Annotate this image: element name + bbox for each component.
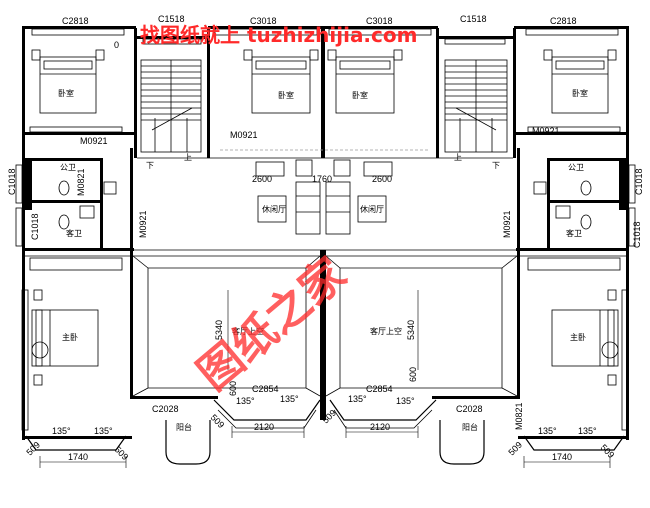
dim-600-left: 600	[228, 381, 238, 396]
bath-fixtures-right	[533, 180, 592, 230]
room-private-bath-left: 客卫	[66, 228, 82, 238]
dim-135-f: 135°	[94, 426, 113, 436]
door-m0921-center-left: M0921	[230, 130, 258, 140]
window-c2818-left: C2818	[62, 16, 89, 26]
door-m0921-right-bed: M0921	[532, 126, 560, 136]
dim-5340-left: 5340	[214, 320, 224, 340]
balcony-left	[25, 399, 321, 465]
room-master-left: 主卧	[62, 332, 78, 342]
door-m0921-left-bed: M0921	[80, 136, 108, 146]
dim-1760: 1760	[312, 174, 332, 184]
stair-left-down: 下	[146, 161, 154, 170]
dim-135-h: 135°	[578, 426, 597, 436]
room-void-right: 客厅上空	[370, 326, 402, 336]
door-m0921-left-hall: M0921	[138, 210, 148, 238]
stair-right	[444, 59, 508, 153]
dim-5340-right: 5340	[406, 320, 416, 340]
room-balcony-right: 阳台	[462, 422, 478, 432]
window-c1018-right-lower: C1018	[632, 221, 642, 248]
dim-600-right: 600	[408, 367, 418, 382]
bed-1	[31, 49, 105, 114]
dim-zero: 0	[114, 40, 119, 50]
dim-509-b: 509	[113, 444, 131, 462]
dim-509-e: 509	[506, 440, 524, 458]
window-c2028-right: C2028	[456, 404, 483, 414]
dim-135-c: 135°	[348, 394, 367, 404]
window-c3018-left: C3018	[250, 16, 277, 26]
dim-509-c: 509	[209, 412, 227, 430]
window-c3018-right: C3018	[366, 16, 393, 26]
room-bedroom-4: 卧室	[572, 88, 588, 98]
dim-2120-right: 2120	[370, 422, 390, 432]
window-c1518-left: C1518	[158, 14, 185, 24]
room-private-bath-right: 客卫	[566, 228, 582, 238]
interior-lines	[22, 149, 629, 397]
dim-1740-left: 1740	[68, 452, 88, 462]
dim-135-d: 135°	[396, 396, 415, 406]
dim-135-a: 135°	[236, 396, 255, 406]
room-bedroom-1: 卧室	[58, 88, 74, 98]
dim-509-a: 509	[24, 440, 42, 458]
window-c2854-right: C2854	[366, 384, 393, 394]
bath-fixtures-left	[58, 180, 117, 230]
dim-135-g: 135°	[538, 426, 557, 436]
room-bedroom-3: 卧室	[352, 90, 368, 100]
stair-right-up: 上	[454, 153, 462, 162]
door-m0821-left: M0821	[76, 168, 86, 196]
bed-2	[243, 49, 319, 114]
bed-4	[543, 49, 617, 114]
watermark-top: 找图纸就上 tuzhizhijia.com	[140, 23, 417, 47]
room-master-right: 主卧	[570, 332, 586, 342]
exterior-walls	[22, 26, 629, 440]
room-void-left: 客厅上空	[232, 326, 264, 336]
room-public-bath-right: 公卫	[568, 163, 584, 172]
room-public-bath-left: 公卫	[60, 163, 76, 172]
master-bed-right	[551, 289, 619, 386]
dim-1740-right: 1740	[552, 452, 572, 462]
window-c2854-left: C2854	[252, 384, 279, 394]
dimension-lines	[39, 290, 611, 468]
window-c1018-left-upper: C1018	[7, 168, 17, 195]
door-m0821-right: M0821	[514, 402, 524, 430]
window-c1018-left-lower: C1018	[30, 213, 40, 240]
stair-left-up: 上	[184, 153, 192, 162]
balcony-right	[329, 399, 625, 465]
lounge-furniture-right	[325, 159, 393, 235]
room-lounge-left: 休闲厅	[262, 204, 286, 214]
master-bed-left	[31, 289, 99, 386]
room-lounge-right: 休闲厅	[360, 204, 384, 214]
bed-3	[327, 49, 403, 114]
dim-135-e: 135°	[52, 426, 71, 436]
window-strips	[15, 28, 636, 431]
stair-right-down: 下	[492, 161, 500, 170]
window-c1518-right: C1518	[460, 14, 487, 24]
dim-509-f: 509	[599, 442, 617, 460]
dim-2600-left: 2600	[252, 174, 272, 184]
room-bedroom-2: 卧室	[278, 90, 294, 100]
dim-135-b: 135°	[280, 394, 299, 404]
room-balcony-left: 阳台	[176, 422, 192, 432]
lounge-furniture-left	[255, 159, 321, 235]
stair-left	[140, 59, 202, 153]
window-c2818-right: C2818	[550, 16, 577, 26]
door-m0921-right-hall: M0921	[502, 210, 512, 238]
dim-2600-right: 2600	[372, 174, 392, 184]
dim-2120-left: 2120	[254, 422, 274, 432]
window-c1018-right-upper: C1018	[634, 168, 644, 195]
window-c2028-left: C2028	[152, 404, 179, 414]
